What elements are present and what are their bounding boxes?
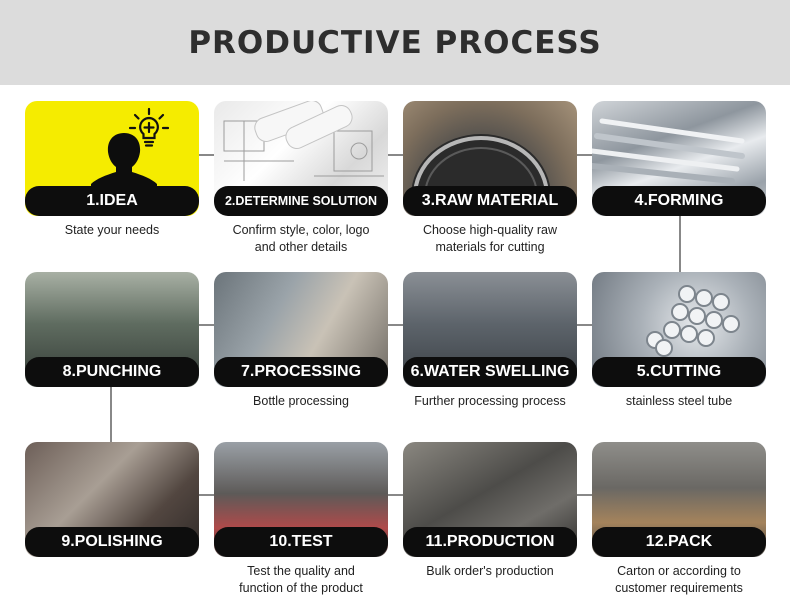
step-label: 5.CUTTING	[592, 357, 766, 387]
step-image: 5.CUTTING	[592, 272, 766, 387]
connector-2-3	[388, 154, 404, 156]
step-forming: 4.FORMING	[592, 101, 766, 216]
step-image: 10.TEST	[214, 442, 388, 557]
connector-5-6	[577, 324, 593, 326]
step-raw-material: 3.RAW MATERIAL Choose high-quality raw m…	[403, 101, 577, 256]
step-solution: 2.DETERMINE SOLUTION Confirm style, colo…	[214, 101, 388, 256]
step-description: State your needs	[64, 223, 160, 237]
step-image: 7.PROCESSING	[214, 272, 388, 387]
step-image: 6.WATER SWELLING	[403, 272, 577, 387]
connector-9-10	[199, 494, 215, 496]
step-pack: 12.PACK Carton or according to customer …	[592, 442, 766, 597]
step-label: 8.PUNCHING	[25, 357, 199, 387]
connector-6-7	[388, 324, 404, 326]
connector-10-11	[388, 494, 404, 496]
step-idea: 1.IDEA State your needs	[25, 101, 199, 239]
step-description: Carton or according to customer requirem…	[615, 564, 743, 595]
header-banner: PRODUCTIVE PROCESS	[0, 0, 790, 85]
step-label: 9.POLISHING	[25, 527, 199, 557]
step-polishing: 9.POLISHING	[25, 442, 199, 557]
steel-tube-ends-shape	[646, 285, 740, 357]
connector-8-9	[110, 386, 112, 443]
connector-3-4	[577, 154, 593, 156]
step-label: 1.IDEA	[25, 186, 199, 216]
step-description: Bottle processing	[253, 394, 349, 408]
step-description: Choose high-quality raw materials for cu…	[422, 223, 558, 254]
step-label: 12.PACK	[592, 527, 766, 557]
page-title: PRODUCTIVE PROCESS	[188, 24, 602, 61]
step-processing: 7.PROCESSING Bottle processing	[214, 272, 388, 410]
step-label: 2.DETERMINE SOLUTION	[214, 186, 388, 216]
step-description: stainless steel tube	[625, 394, 733, 408]
step-description: Test the quality and function of the pro…	[239, 564, 363, 595]
step-description: Confirm style, color, logo and other det…	[232, 223, 370, 254]
step-description: Further processing process	[414, 394, 566, 408]
step-label: 4.FORMING	[592, 186, 766, 216]
connector-4-5	[679, 216, 681, 273]
step-image: 3.RAW MATERIAL	[403, 101, 577, 216]
lightbulb-icon	[129, 107, 169, 147]
step-image: 9.POLISHING	[25, 442, 199, 557]
step-image: 4.FORMING	[592, 101, 766, 216]
person-silhouette-icon	[91, 133, 157, 191]
step-water-swelling: 6.WATER SWELLING Further processing proc…	[403, 272, 577, 410]
step-label: 10.TEST	[214, 527, 388, 557]
step-label: 7.PROCESSING	[214, 357, 388, 387]
step-image: 8.PUNCHING	[25, 272, 199, 387]
step-cutting: 5.CUTTING stainless steel tube	[592, 272, 766, 410]
step-label: 6.WATER SWELLING	[403, 357, 577, 387]
connector-11-12	[577, 494, 593, 496]
step-image: 12.PACK	[592, 442, 766, 557]
step-label: 11.PRODUCTION	[403, 527, 577, 557]
step-image: 1.IDEA	[25, 101, 199, 216]
step-test: 10.TEST Test the quality and function of…	[214, 442, 388, 597]
steel-rods-shape	[592, 118, 745, 184]
step-description: Bulk order's production	[426, 564, 554, 578]
step-image: 11.PRODUCTION	[403, 442, 577, 557]
step-punching: 8.PUNCHING	[25, 272, 199, 387]
connector-7-8	[199, 324, 215, 326]
step-production: 11.PRODUCTION Bulk order's production	[403, 442, 577, 580]
blueprint-lines	[223, 101, 384, 181]
step-image: 2.DETERMINE SOLUTION	[214, 101, 388, 216]
connector-1-2	[199, 154, 215, 156]
step-label: 3.RAW MATERIAL	[403, 186, 577, 216]
